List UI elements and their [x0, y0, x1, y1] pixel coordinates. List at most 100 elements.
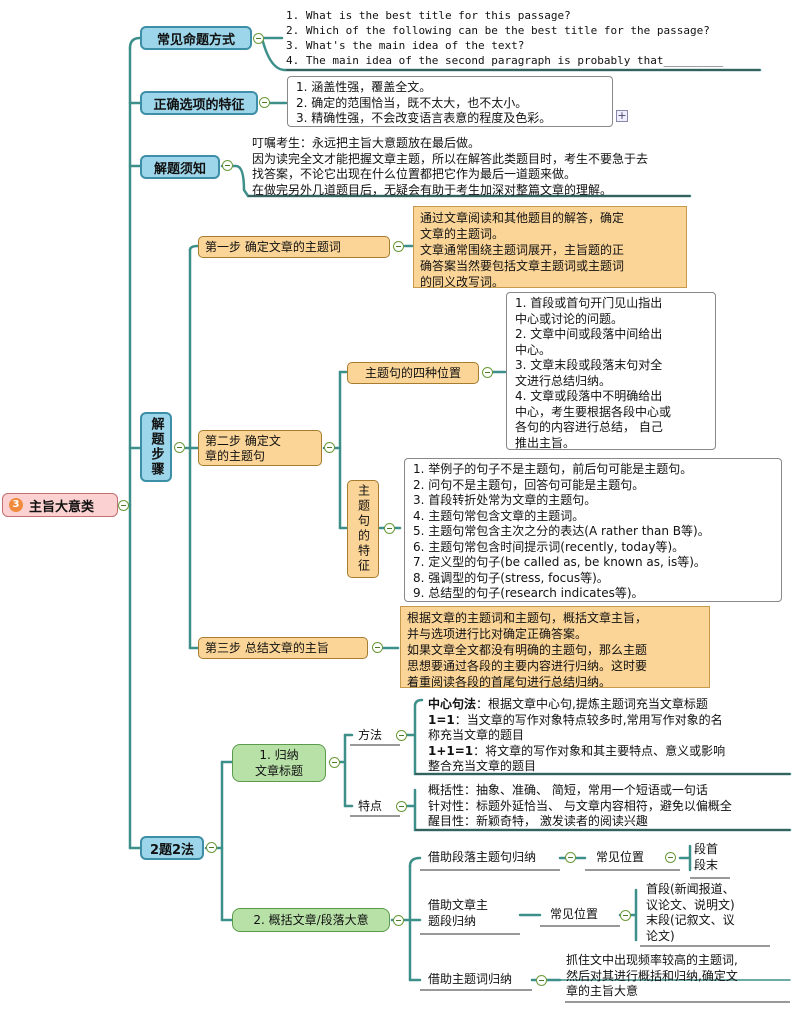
way-text-part: ：当文章的写作对象特点较多时,常用写作对象的名: [454, 712, 723, 727]
note-line: 找答案，不论它出现在什么位置都把它作为最后一道题来做。: [252, 167, 577, 181]
list-item: 首段(新闻报道、: [646, 882, 735, 896]
list-item: 2. 确定的范围恰当，既不太大，也不太小。: [296, 95, 528, 110]
collapse-icon[interactable]: [536, 975, 547, 986]
list-item: 2. 问句不是主题句，回答句可能是主题句。: [413, 477, 645, 492]
branch-solving-steps[interactable]: 解题步骤: [140, 412, 172, 482]
root-label: 主旨大意类: [29, 499, 95, 515]
branch-features-label: 正确选项的特征: [153, 97, 245, 113]
note-line: 叮嘱考生：永远把主旨大意题放在最后做。: [252, 136, 481, 150]
collapse-icon[interactable]: [206, 842, 217, 853]
step3-node[interactable]: 第三步 总结文章的主旨: [198, 637, 368, 659]
desc-line: 的同义改写词。: [420, 275, 505, 289]
method2-label: 2. 概括文章/段落大意: [253, 913, 369, 927]
collapse-icon[interactable]: [396, 730, 407, 741]
list-item: 8. 强调型的句子(stress, focus等)。: [413, 570, 609, 585]
list-item: 末段(记叙文、议: [646, 913, 735, 927]
way-bold: 中心句法: [428, 697, 477, 711]
plus-icon[interactable]: +: [616, 109, 628, 122]
list-item: 6. 主题句常包含时间提示词(recently, today等)。: [413, 539, 685, 554]
step2-node[interactable]: 第二步 确定文 章的主题句: [198, 430, 322, 466]
desc-line: 如果文章全文都没有明确的主题句，那么主题: [407, 643, 648, 657]
collapse-icon[interactable]: [329, 757, 340, 768]
way-line: 整合充当文章的题目: [428, 759, 537, 773]
topic-sentence-features-node[interactable]: 主题句的特征: [347, 480, 379, 578]
collapse-icon[interactable]: [396, 801, 407, 812]
b-label-line1: 借助文章主: [428, 898, 489, 912]
method2-a-items: 段首 段末: [694, 842, 718, 873]
desc-line: 通过文章阅读和其他题目的解答，确定: [420, 211, 625, 225]
step1-label: 第一步 确定文章的主题词: [205, 240, 341, 254]
collapse-icon[interactable]: [174, 442, 185, 453]
collapse-icon[interactable]: [482, 367, 493, 378]
branch-steps-label: 解题步骤: [148, 417, 164, 477]
method2-a-label: 借助段落主题句归纳: [428, 850, 537, 864]
way-text-part: ：根据文章中心句,提炼主题词充当文章标题: [476, 697, 708, 711]
step1-node[interactable]: 第一步 确定文章的主题词: [198, 236, 390, 258]
way-text-part: ：将文章的写作对象和其主要特点、意义或影响: [473, 743, 726, 758]
branch-common-questions[interactable]: 常见命题方式: [140, 26, 252, 50]
list-item: 3. 首段转折处常为文章的主题句。: [413, 493, 597, 507]
method1-node[interactable]: 1. 归纳 文章标题: [232, 744, 326, 782]
list-item: 9. 总结型的句子(research indicates等)。: [413, 586, 644, 600]
way-bold: 1=1: [428, 712, 455, 727]
branch-common-label: 常见命题方式: [156, 32, 235, 48]
list-item: 4. 主题句常包含文章的主题词。: [413, 508, 585, 523]
method2-b-label: 借助文章主 题段归纳: [428, 898, 488, 929]
collapse-icon[interactable]: [118, 500, 129, 511]
desc-line: 抓住文中出现频率较高的主题词,: [566, 953, 738, 967]
collapse-icon[interactable]: [222, 160, 233, 171]
way-bold: 1+1=1: [428, 743, 474, 758]
list-item: 3. What's the main idea of the text?: [286, 39, 525, 52]
list-item: 中心。: [515, 342, 552, 357]
note-line: 在做完另外几道题目后，无疑会有助于考生加深对整篇文章的理解。: [252, 182, 613, 197]
desc-line: 章的主旨大意: [566, 984, 639, 998]
method1-label-line2: 文章标题: [254, 764, 303, 778]
method2-c-label: 借助主题词归纳: [428, 972, 513, 986]
desc-line: 根据文章的主题词和主题句，概括文章主旨，: [407, 611, 648, 625]
topic-features-box: 1. 举例子的句子不是主题句，前后句可能是主题句。 2. 问句不是主题句，回答句…: [404, 458, 782, 602]
step1-desc: 通过文章阅读和其他题目的解答，确定 文章的主题词。 文章通常围绕主题词展开，主旨…: [413, 206, 687, 289]
positions-box: 1. 首段或首句开门见山指出 中心或讨论的问题。 2. 文章中间或段落中间给出 …: [506, 292, 716, 450]
branch-notes[interactable]: 解题须知: [140, 155, 220, 179]
list-item: 7. 定义型的句子(be called as, be known as, is等…: [413, 555, 706, 569]
common-items: 1. What is the best title for this passa…: [286, 8, 776, 68]
method2-b-items: 首段(新闻报道、 议论文、说明文) 末段(记叙文、议 论文): [646, 882, 786, 944]
collapse-icon[interactable]: [384, 523, 395, 534]
collapse-icon[interactable]: [259, 97, 270, 108]
branch-notes-label: 解题须知: [153, 161, 206, 177]
list-item: 2. Which of the following can be the bes…: [286, 24, 710, 37]
list-item: 2. 文章中间或段落中间给出: [515, 327, 663, 341]
list-item: 议论文、说明文): [646, 897, 735, 912]
list-item: 5. 主题句常包含主次之分的表达(A rather than B等)。: [413, 524, 710, 538]
desc-line: 文章的主题词。: [420, 227, 505, 241]
root-node[interactable]: 3 主旨大意类: [2, 493, 118, 517]
collapse-icon[interactable]: [372, 642, 383, 653]
trait-line: 概括性：抽象、准确、 简短，常用一个短语或一句话: [428, 783, 708, 797]
way-line: 1+1=1：将文章的写作对象和其主要特点、意义或影响: [428, 744, 778, 760]
trait-line: 针对性：标题外延恰当、 与文章内容相符，避免以偏概全: [428, 798, 732, 813]
list-item: 各句的内容进行总结， 自己: [515, 420, 663, 434]
branch-correct-option-features[interactable]: 正确选项的特征: [140, 91, 258, 115]
desc-line: 确答案当然要包括文章主题词或主题词: [420, 259, 625, 273]
collapse-icon[interactable]: [253, 33, 264, 44]
method2-node[interactable]: 2. 概括文章/段落大意: [232, 908, 390, 932]
list-item: 1. 涵盖性强，覆盖全文。: [296, 80, 432, 94]
collapse-icon[interactable]: [393, 241, 404, 252]
way-label: 方法: [358, 728, 383, 742]
branch-two-methods[interactable]: 2题2法: [140, 836, 204, 860]
collapse-icon[interactable]: [393, 915, 404, 926]
collapse-icon[interactable]: [565, 852, 576, 863]
list-item: 推出主旨。: [515, 435, 576, 450]
method2-b-pos: 常见位置: [550, 907, 599, 921]
list-item: 文进行总结归纳。: [515, 373, 612, 388]
list-item: 论文): [646, 928, 675, 943]
collapse-icon[interactable]: [324, 442, 335, 453]
list-item: 中心或讨论的问题。: [515, 311, 624, 326]
collapse-icon[interactable]: [665, 852, 676, 863]
b-label-line2: 题段归纳: [428, 913, 477, 928]
way-line: 称充当文章的题目: [428, 728, 525, 742]
features-label: 主题句的特征: [356, 484, 371, 574]
topic-sentence-positions-node[interactable]: 主题句的四种位置: [347, 362, 479, 384]
step2-label-line2: 章的主题句: [205, 449, 266, 463]
collapse-icon[interactable]: [620, 910, 631, 921]
